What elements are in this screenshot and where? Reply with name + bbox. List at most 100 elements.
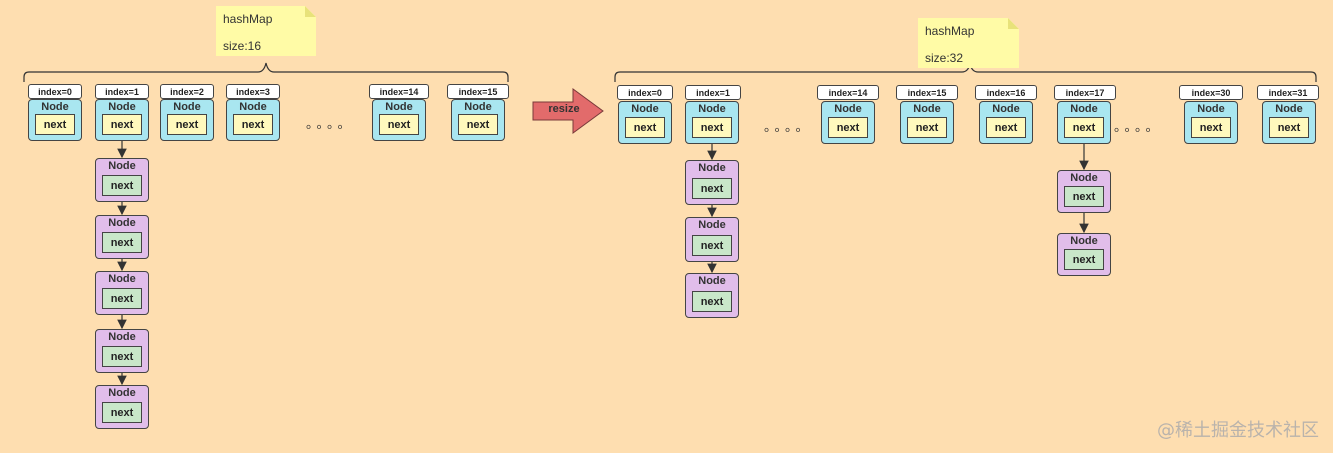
node-label: Node [108,273,136,285]
next-pointer: next [1064,186,1104,207]
next-pointer: next [692,178,732,199]
node-label: Node [108,331,136,343]
index-label: index=0 [617,85,673,100]
bucket-node: Node next [618,101,672,144]
index-label: index=17 [1054,85,1116,100]
node-label: Node [1197,103,1225,115]
node-label: Node [108,387,136,399]
next-pointer: next [102,114,142,135]
bucket-node: Node next [95,99,149,141]
next-pointer: next [233,114,273,135]
index-label: index=0 [28,84,82,99]
next-pointer: next [986,117,1026,138]
resize-arrow-shape [532,88,604,134]
chain-node: Node next [685,160,739,205]
chain-node: Node next [95,215,149,259]
next-pointer: next [379,114,419,135]
index-label: index=3 [226,84,280,99]
node-label: Node [698,103,726,115]
index-label: index=31 [1257,85,1319,100]
next-pointer: next [692,235,732,256]
bucket-node: Node next [226,99,280,141]
node-label: Node [239,101,267,113]
chain-node: Node next [95,158,149,202]
node-label: Node [698,275,726,287]
node-label: Node [1070,103,1098,115]
next-pointer: next [1064,249,1104,270]
index-label: index=1 [685,85,741,100]
bucket-node: Node next [1057,101,1111,144]
next-pointer: next [167,114,207,135]
index-label: index=30 [1179,85,1243,100]
bucket-node: Node next [1262,101,1316,144]
next-pointer: next [102,232,142,253]
index-label: index=14 [369,84,429,99]
node-label: Node [1070,235,1098,247]
right-hashmap-note: hashMap size:32 [918,18,1019,68]
bucket-node: Node next [979,101,1033,144]
node-label: Node [631,103,659,115]
node-label: Node [464,101,492,113]
left-hashmap-note: hashMap size:16 [216,6,316,56]
bucket-node: Node next [821,101,875,144]
bucket-node: Node next [685,101,739,144]
left-ellipsis: 。。。。 [306,116,355,131]
node-label: Node [698,219,726,231]
left-brace [23,62,509,82]
note-size: size:32 [925,51,964,65]
right-ellipsis-b: 。。。。 [1114,119,1163,134]
next-pointer: next [102,288,142,309]
next-pointer: next [907,117,947,138]
node-label: Node [1275,103,1303,115]
next-pointer: next [1269,117,1309,138]
next-pointer: next [692,291,732,312]
next-pointer: next [102,346,142,367]
node-label: Node [913,103,941,115]
chain-node: Node next [95,271,149,315]
bucket-node: Node next [372,99,426,141]
watermark: @稀土掘金技术社区 [1157,420,1319,441]
node-label: Node [385,101,413,113]
chain-node: Node next [1057,233,1111,276]
next-pointer: next [1191,117,1231,138]
node-label: Node [992,103,1020,115]
index-label: index=1 [95,84,149,99]
node-label: Node [173,101,201,113]
node-label: Node [834,103,862,115]
right-ellipsis-a: 。。。。 [764,119,813,134]
node-label: Node [41,101,69,113]
index-label: index=15 [447,84,509,99]
note-size: size:16 [223,39,262,53]
bucket-node: Node next [900,101,954,144]
node-label: Node [698,162,726,174]
chain-node: Node next [685,273,739,318]
next-pointer: next [625,117,665,138]
note-title: hashMap [925,24,975,38]
index-label: index=2 [160,84,214,99]
bucket-node: Node next [451,99,505,141]
note-fold-corner [305,6,316,17]
index-label: index=14 [817,85,879,100]
next-pointer: next [458,114,498,135]
index-label: index=16 [975,85,1037,100]
chain-node: Node next [95,329,149,373]
next-pointer: next [692,117,732,138]
chain-node: Node next [685,217,739,262]
note-title: hashMap [223,12,273,26]
node-label: Node [108,160,136,172]
next-pointer: next [102,402,142,423]
resize-label: resize [548,103,580,115]
note-fold-corner [1008,18,1019,29]
bucket-node: Node next [28,99,82,141]
chain-node: Node next [95,385,149,429]
node-label: Node [108,101,136,113]
node-label: Node [108,217,136,229]
next-pointer: next [102,175,142,196]
index-label: index=15 [896,85,958,100]
next-pointer: next [1064,117,1104,138]
bucket-node: Node next [160,99,214,141]
next-pointer: next [35,114,75,135]
chain-node: Node next [1057,170,1111,213]
